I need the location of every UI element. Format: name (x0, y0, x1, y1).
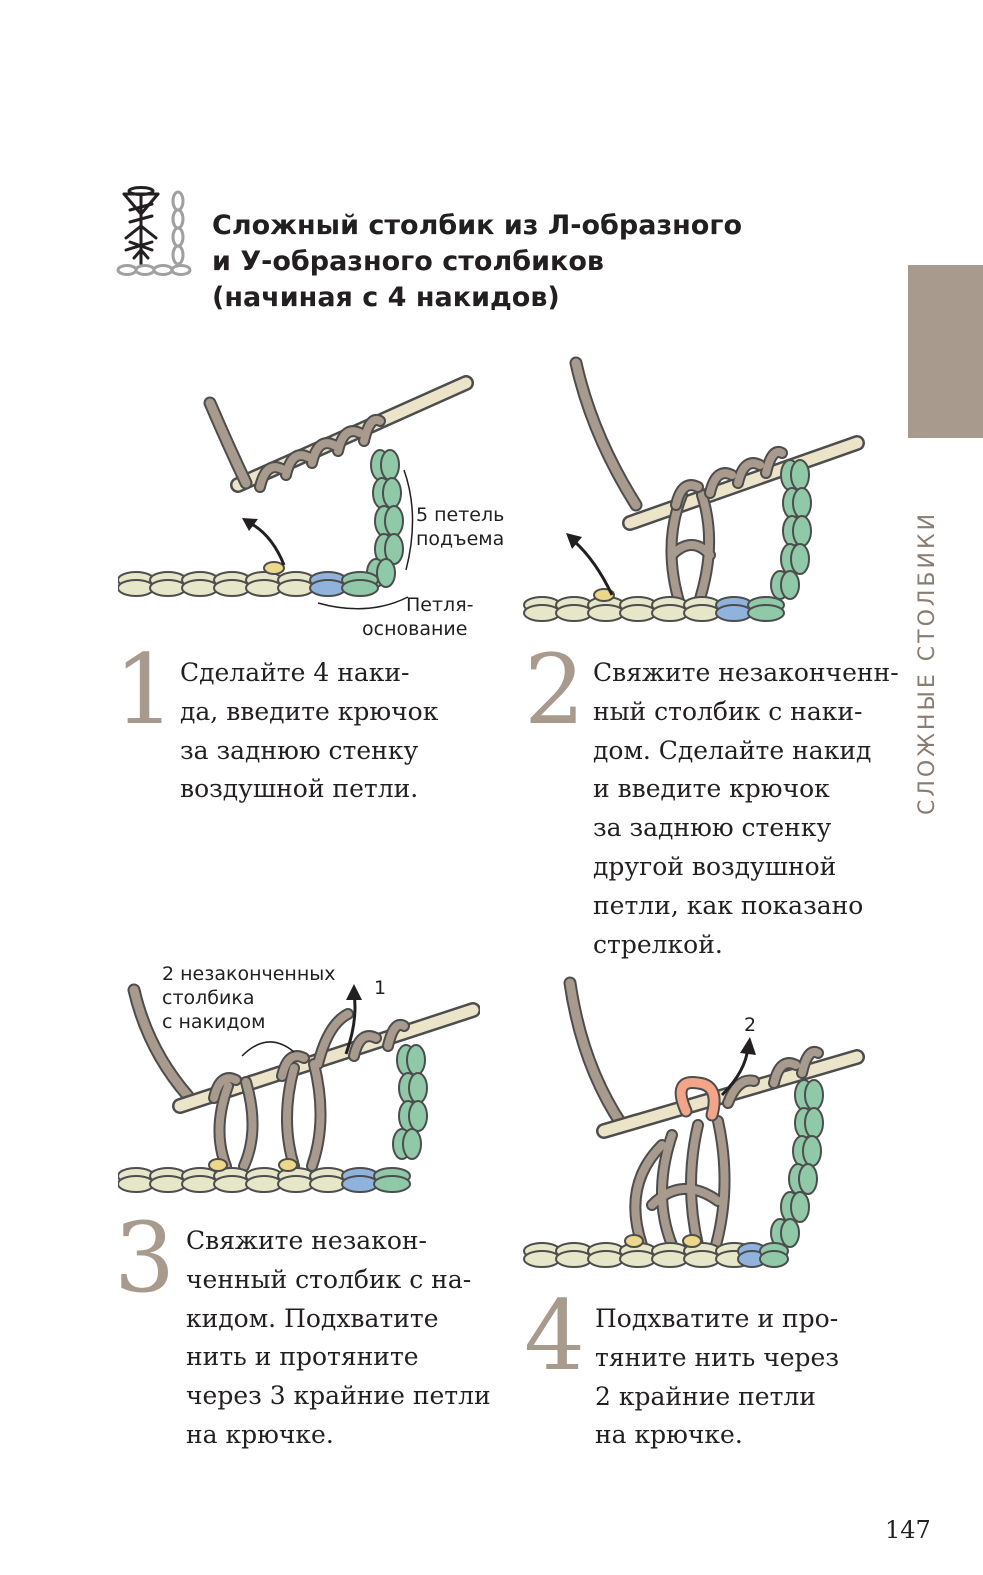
step-4-text: Подхватите и про- тяните нить через 2 кр… (595, 1300, 839, 1455)
step-number: 4 (524, 1280, 586, 1392)
step-line: воздушной петли. (180, 774, 419, 804)
step-line: Подхватите и про- (595, 1304, 839, 1333)
label-arrow-1: 1 (374, 977, 386, 999)
step-3-illustration: 2 незаконченных столбика с накидом 1 (118, 963, 480, 1193)
section-tab (908, 265, 983, 438)
step-line: ченный столбик с на- (186, 1264, 472, 1294)
step-line: Свяжите незаконченн- (593, 658, 899, 687)
step-line: кидом. Подхватите (186, 1303, 439, 1333)
label-with-yarn-over: с накидом (162, 1011, 265, 1033)
title-line: (начиная с 4 накидов) (212, 282, 560, 313)
step-number: 2 (524, 634, 586, 746)
step-line: тяните нить через (595, 1342, 839, 1372)
page-title: Сложный столбик из Л-образного и У-образ… (212, 208, 812, 316)
step-line: Свяжите незакон- (186, 1226, 427, 1255)
step-number: 3 (114, 1202, 176, 1314)
step-line: на крючке. (186, 1419, 334, 1449)
step-4-illustration: 2 (523, 976, 865, 1268)
step-line: за заднюю стенку (593, 813, 832, 843)
step-line: через 3 крайние петли (186, 1381, 491, 1411)
label-two-unfinished: 2 незаконченных (162, 963, 336, 985)
label-arrow-2: 2 (744, 1014, 756, 1036)
label-base: основание (362, 618, 467, 640)
step-1-illustration: 5 петель подъема Петля- основание (118, 375, 504, 640)
step-line: стрелкой. (593, 929, 723, 959)
step-line: петли, как показано (593, 890, 864, 920)
label-five-loops: 5 петель (416, 504, 504, 526)
step-line: на крючке. (595, 1420, 743, 1450)
step-line: другой воздушной (593, 851, 837, 881)
step-number: 1 (114, 634, 176, 746)
page-number: 147 (885, 1516, 931, 1544)
step-line: да, введите крючок (180, 696, 439, 726)
title-line: Сложный столбик из Л-образного (212, 210, 743, 241)
step-3-text: Свяжите незакон- ченный столбик с на- ки… (186, 1222, 491, 1455)
step-line: ный столбик с наки- (593, 696, 863, 726)
stitch-symbol-icon (116, 186, 192, 276)
step-line: Сделайте 4 наки- (180, 658, 410, 687)
step-line: 2 крайние петли (595, 1381, 816, 1411)
step-line: нить и протяните (186, 1342, 419, 1372)
label-base-loop: Петля- (406, 594, 473, 616)
section-label: СЛОЖНЫЕ СТОЛБИКИ (915, 510, 940, 815)
step-line: дом. Сделайте накид (593, 735, 872, 765)
title-line: и У-образного столбиков (212, 246, 604, 277)
step-line: и введите крючок (593, 774, 830, 804)
step-line: за заднюю стенку (180, 735, 419, 765)
step-1-text: Сделайте 4 наки- да, введите крючок за з… (180, 654, 438, 809)
step-2-illustration (523, 356, 865, 622)
label-lift: подъема (416, 528, 504, 550)
label-stitches: столбика (162, 987, 254, 1009)
step-2-text: Свяжите незаконченн- ный столбик с наки-… (593, 654, 899, 964)
